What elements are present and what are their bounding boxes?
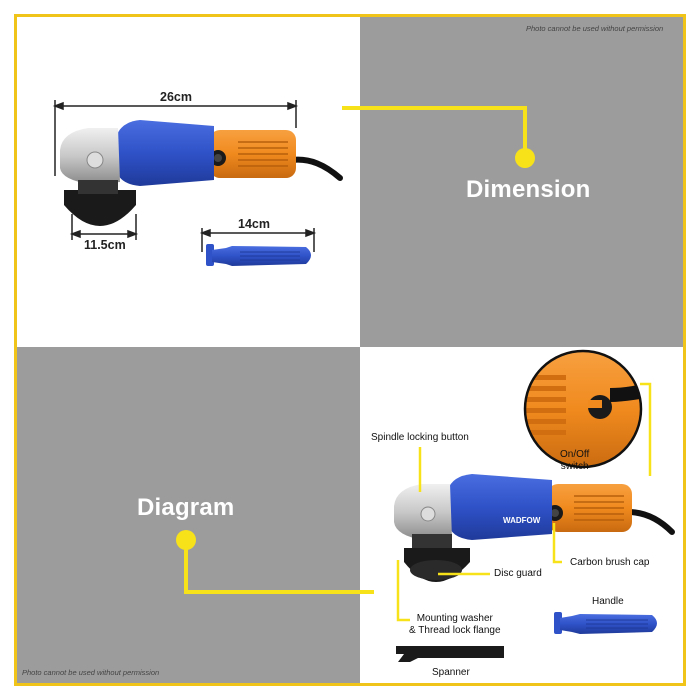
callout-handle: Handle xyxy=(592,596,624,607)
callout-disc-guard: Disc guard xyxy=(494,568,542,579)
callout-spindle-locking-button: Spindle locking button xyxy=(371,432,469,443)
dimension-label-panel xyxy=(360,17,683,347)
dimension-heading: Dimension xyxy=(466,176,591,203)
permission-note-bottom: Photo cannot be used without permission xyxy=(22,668,160,677)
callout-onoff-switch: On/Off switch xyxy=(560,449,589,473)
callout-onoff-line2: switch xyxy=(560,461,589,472)
length-dimension-line xyxy=(52,100,299,176)
callout-carbon-brush-cap: Carbon brush cap xyxy=(570,557,650,568)
handle-dimension-image xyxy=(206,244,311,266)
dimension-connector xyxy=(342,106,535,168)
brand-logo-bottom: WADFOW xyxy=(503,516,541,525)
callout-mounting-line1: Mounting washer xyxy=(416,613,493,624)
length-dimension-label: 26cm xyxy=(160,90,192,104)
handle-dimension-line xyxy=(199,228,317,252)
diagram-heading: Diagram xyxy=(137,494,235,521)
spanner-image xyxy=(396,646,504,662)
callout-leader-lines xyxy=(396,382,652,622)
callout-spanner: Spanner xyxy=(432,667,470,678)
handle-dimension-label: 14cm xyxy=(238,217,270,231)
disc-dimension-line xyxy=(69,214,139,240)
permission-note-top: Photo cannot be used without permission xyxy=(526,24,664,33)
callout-mounting-line2: & Thread lock flange xyxy=(409,625,501,636)
disc-dimension-label: 11.5cm xyxy=(84,238,126,252)
onoff-switch-magnifier xyxy=(523,349,643,469)
handle-diagram-image xyxy=(554,612,657,634)
grinder-diagram-image xyxy=(394,474,675,582)
callout-onoff-line1: On/Off xyxy=(560,449,590,460)
grinder-dimension-image xyxy=(60,120,343,226)
diagram-label-panel xyxy=(17,347,360,683)
callout-mounting-washer: Mounting washer & Thread lock flange xyxy=(409,613,501,637)
diagram-connector xyxy=(176,530,374,594)
brand-logo-top: WADFOW xyxy=(166,192,204,201)
